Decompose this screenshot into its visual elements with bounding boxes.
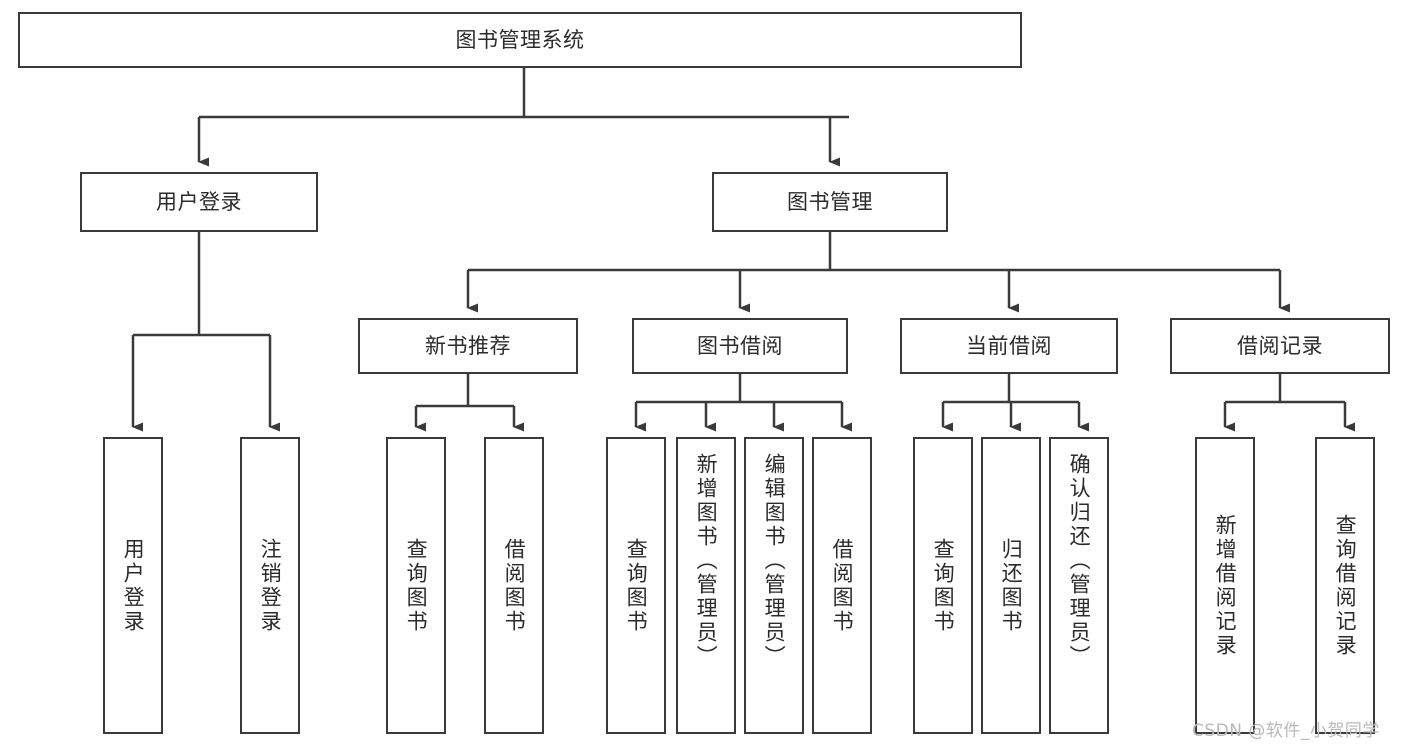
node-leaf-query-book-rec[interactable]: 查询图书 [386, 437, 446, 734]
node-user-login[interactable]: 用户登录 [80, 172, 318, 232]
node-book-borrow-label: 图书借阅 [697, 333, 783, 358]
node-leaf-add-book-admin-label: 新增图书（管理员） [694, 453, 719, 669]
node-leaf-borrow-book-rec[interactable]: 借阅图书 [484, 437, 544, 734]
node-new-book-recommend-label: 新书推荐 [425, 333, 511, 358]
node-leaf-user-login-label: 用户登录 [121, 537, 146, 634]
node-leaf-query-borrow-record-label: 查询借阅记录 [1333, 513, 1358, 658]
node-current-borrow[interactable]: 当前借阅 [900, 318, 1118, 374]
node-user-login-label: 用户登录 [156, 189, 242, 214]
node-leaf-confirm-return-admin[interactable]: 确认归还（管理员） [1049, 437, 1109, 734]
node-leaf-confirm-return-admin-label: 确认归还（管理员） [1067, 453, 1092, 669]
node-new-book-recommend[interactable]: 新书推荐 [358, 318, 578, 374]
node-current-borrow-label: 当前借阅 [966, 333, 1052, 358]
node-leaf-add-book-admin[interactable]: 新增图书（管理员） [676, 437, 736, 734]
node-leaf-edit-book-admin[interactable]: 编辑图书（管理员） [744, 437, 804, 734]
node-root[interactable]: 图书管理系统 [18, 12, 1022, 68]
node-leaf-borrow-book-rec-label: 借阅图书 [502, 537, 527, 634]
node-leaf-query-borrow-record[interactable]: 查询借阅记录 [1315, 437, 1375, 734]
node-leaf-add-borrow-record[interactable]: 新增借阅记录 [1195, 437, 1255, 734]
node-leaf-query-book-borrow-label: 查询图书 [624, 537, 649, 634]
node-leaf-logout[interactable]: 注销登录 [240, 437, 300, 734]
node-leaf-borrow-book-label: 借阅图书 [830, 537, 855, 634]
node-root-label: 图书管理系统 [455, 27, 585, 52]
node-leaf-user-login[interactable]: 用户登录 [103, 437, 163, 734]
node-leaf-return-book-label: 归还图书 [999, 537, 1024, 634]
node-leaf-logout-label: 注销登录 [258, 537, 283, 634]
node-leaf-query-book-rec-label: 查询图书 [404, 537, 429, 634]
node-leaf-borrow-book[interactable]: 借阅图书 [812, 437, 872, 734]
node-book-manage-label: 图书管理 [787, 189, 873, 214]
node-leaf-add-borrow-record-label: 新增借阅记录 [1213, 513, 1238, 658]
node-borrow-record-label: 借阅记录 [1237, 333, 1323, 358]
node-book-manage[interactable]: 图书管理 [712, 172, 948, 232]
node-borrow-record[interactable]: 借阅记录 [1170, 318, 1390, 374]
node-leaf-return-book[interactable]: 归还图书 [981, 437, 1041, 734]
node-leaf-query-book-current[interactable]: 查询图书 [913, 437, 973, 734]
node-book-borrow[interactable]: 图书借阅 [632, 318, 848, 374]
node-leaf-query-book-current-label: 查询图书 [931, 537, 956, 634]
node-leaf-query-book-borrow[interactable]: 查询图书 [606, 437, 666, 734]
node-leaf-edit-book-admin-label: 编辑图书（管理员） [762, 453, 787, 669]
